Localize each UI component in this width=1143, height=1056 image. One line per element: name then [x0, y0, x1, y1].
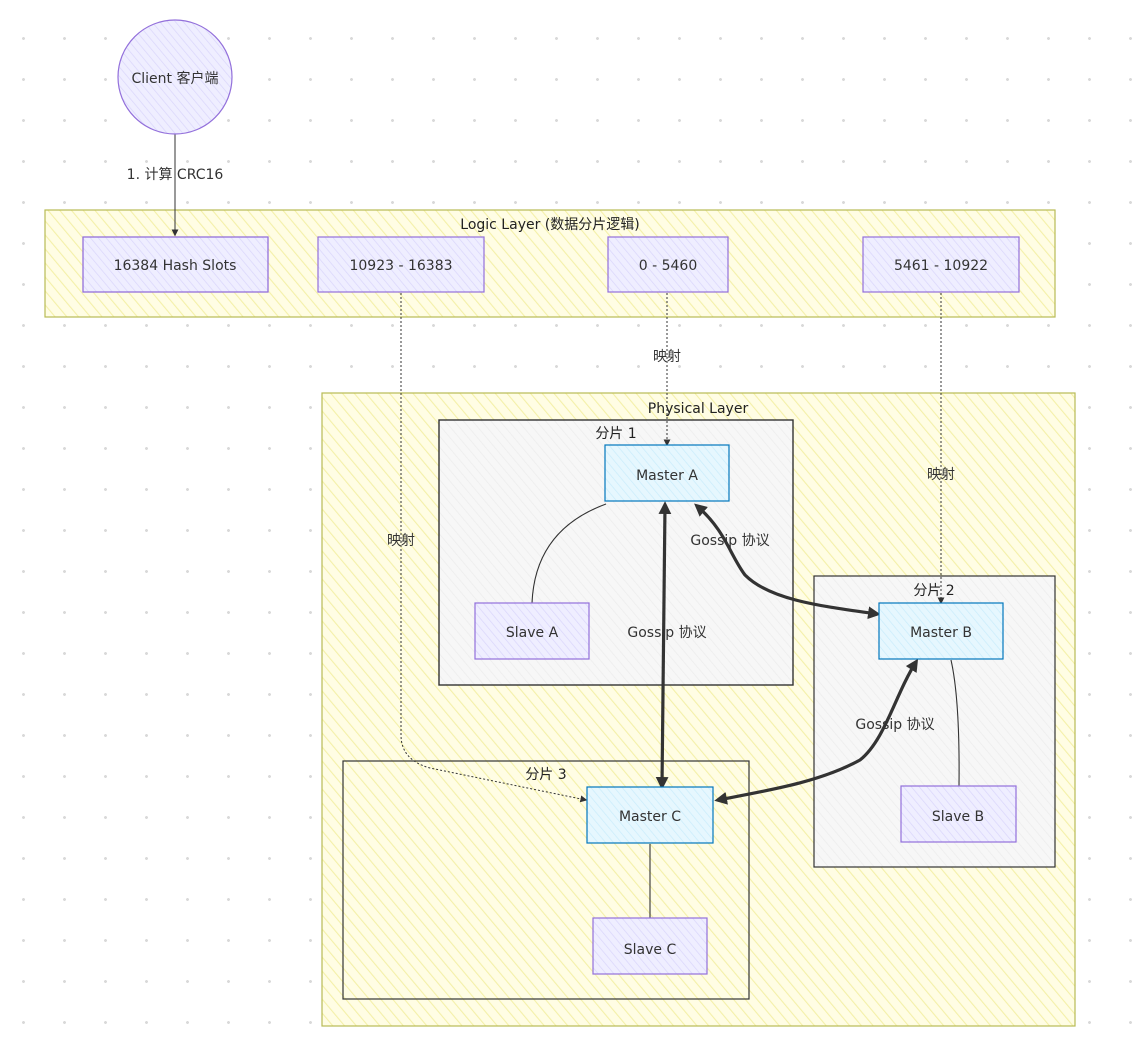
edge-label-gossip-a-b: Gossip 协议: [690, 533, 769, 549]
slave-b-label: Slave B: [932, 809, 984, 825]
range-10923-16383-label: 10923 - 16383: [349, 258, 452, 274]
edge-gossip-a-c: [655, 501, 672, 790]
physical-layer-title: Physical Layer: [648, 401, 749, 417]
edge-label-map-10923-16383: 映射: [387, 533, 415, 549]
shard-2-title: 分片 2: [913, 583, 954, 599]
edge-gossip-a-b: [694, 503, 881, 620]
logic-layer-title: Logic Layer (数据分片逻辑): [460, 217, 639, 233]
range-10923-16383-node[interactable]: 10923 - 16383: [317, 236, 485, 293]
edge-label-gossip-a-c: Gossip 协议: [627, 625, 706, 641]
master-a-label: Master A: [636, 468, 698, 484]
edge-label-gossip-b-c: Gossip 协议: [855, 717, 934, 733]
hash-slots-label: 16384 Hash Slots: [114, 258, 237, 274]
master-c-label: Master C: [619, 809, 681, 825]
edge-label-crc16: 1. 计算 CRC16: [127, 167, 224, 183]
master-b-label: Master B: [910, 625, 972, 641]
edge-label-map-5461-10922: 映射: [927, 467, 955, 483]
slave-c-node[interactable]: Slave C: [592, 917, 708, 975]
shard-3-title: 分片 3: [525, 767, 566, 783]
slave-a-label: Slave A: [506, 625, 559, 641]
edge-master-a-slave-a: [531, 503, 607, 604]
edge-gossip-b-c: [714, 658, 919, 805]
shard-1-title: 分片 1: [595, 426, 636, 442]
range-0-5460-node[interactable]: 0 - 5460: [607, 236, 729, 293]
range-0-5460-label: 0 - 5460: [639, 258, 698, 274]
range-5461-10922-label: 5461 - 10922: [894, 258, 988, 274]
master-a-node[interactable]: Master A: [604, 444, 730, 502]
edge-master-b-slave-b: [950, 659, 960, 787]
master-b-node[interactable]: Master B: [878, 602, 1004, 660]
range-5461-10922-node[interactable]: 5461 - 10922: [862, 236, 1020, 293]
client-label: Client 客户端: [132, 70, 219, 87]
edge-label-map-0-5460: 映射: [653, 349, 681, 365]
slave-a-node[interactable]: Slave A: [474, 602, 590, 660]
slave-c-label: Slave C: [624, 942, 677, 958]
hash-slots-node[interactable]: 16384 Hash Slots: [82, 236, 269, 293]
slave-b-node[interactable]: Slave B: [900, 785, 1017, 843]
edge-map-10923-16383: [400, 293, 588, 803]
master-c-node[interactable]: Master C: [586, 786, 714, 844]
client-node[interactable]: Client 客户端: [117, 19, 233, 135]
